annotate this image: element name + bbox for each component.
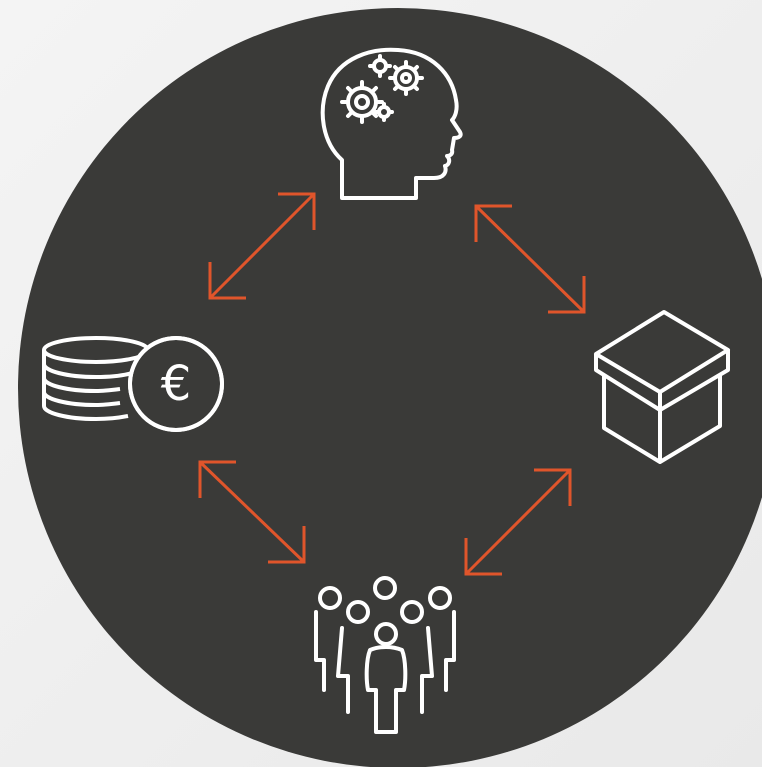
arrow-layer xyxy=(198,192,586,576)
euro-coins-icon xyxy=(42,336,224,432)
arrow-head-start xyxy=(268,526,306,564)
gear-small-icon xyxy=(368,54,392,78)
arrow-shaft xyxy=(208,192,316,300)
arrow-shaft xyxy=(198,460,306,564)
arrow-people-money xyxy=(198,460,306,564)
background-circle xyxy=(18,8,762,767)
arrow-head-start xyxy=(474,204,512,242)
gear-medium-icon xyxy=(388,60,424,96)
arrow-head-end xyxy=(198,460,236,498)
arrow-knowledge-product xyxy=(474,204,586,314)
arrow-money-knowledge xyxy=(208,192,316,300)
head-with-gears-icon xyxy=(320,47,463,200)
arrow-product-people xyxy=(464,468,572,576)
gear-tiny-icon xyxy=(374,102,394,122)
arrow-shaft xyxy=(474,204,586,314)
arrow-shaft xyxy=(464,468,572,576)
arrow-head-start xyxy=(208,262,246,300)
arrow-head-start xyxy=(534,468,572,506)
arrow-head-end xyxy=(464,538,502,576)
arrow-head-end xyxy=(548,276,586,314)
euro-symbol: € xyxy=(161,356,192,412)
box-icon xyxy=(594,310,730,464)
people-group-icon xyxy=(314,576,456,734)
arrow-head-end xyxy=(278,192,316,230)
gear-large-icon xyxy=(340,80,384,124)
